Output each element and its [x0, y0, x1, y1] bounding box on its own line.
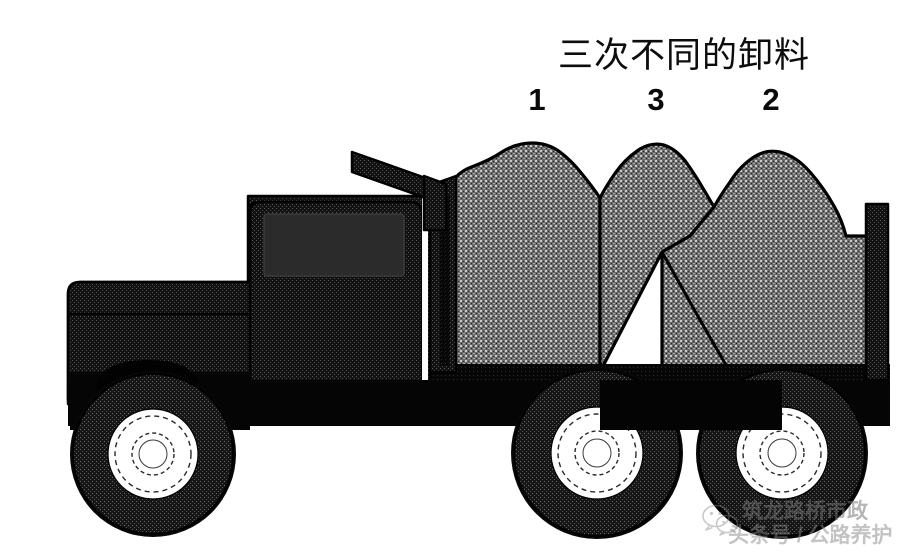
pile-seam-line	[660, 251, 732, 373]
dump-bed-left-rib	[440, 196, 450, 366]
rear-axle-bridge	[600, 380, 782, 430]
figure-title: 三次不同的卸料	[558, 36, 811, 75]
watermark-source: 头条号 / 公路养护	[728, 524, 893, 547]
pile-label-1: 1	[528, 82, 546, 117]
material-load-group	[453, 141, 872, 374]
wheels-group	[70, 367, 868, 539]
pile-label-2: 2	[762, 82, 780, 117]
wechat-icon	[702, 504, 739, 536]
pile-label-3: 3	[647, 82, 665, 117]
wheel-front	[70, 371, 236, 537]
cab-window	[263, 213, 405, 277]
material-pile-left	[453, 141, 602, 374]
watermark: 筑龙路桥市政 头条号 / 公路养护	[700, 498, 905, 556]
dump-bed-tailgate	[864, 202, 890, 382]
exhaust-stack-riser	[422, 174, 448, 232]
cab-bed-gap	[422, 196, 428, 386]
material-pile-right	[660, 149, 872, 374]
material-pile-middle	[598, 142, 716, 374]
watermark-account-name: 筑龙路桥市政	[742, 500, 868, 523]
